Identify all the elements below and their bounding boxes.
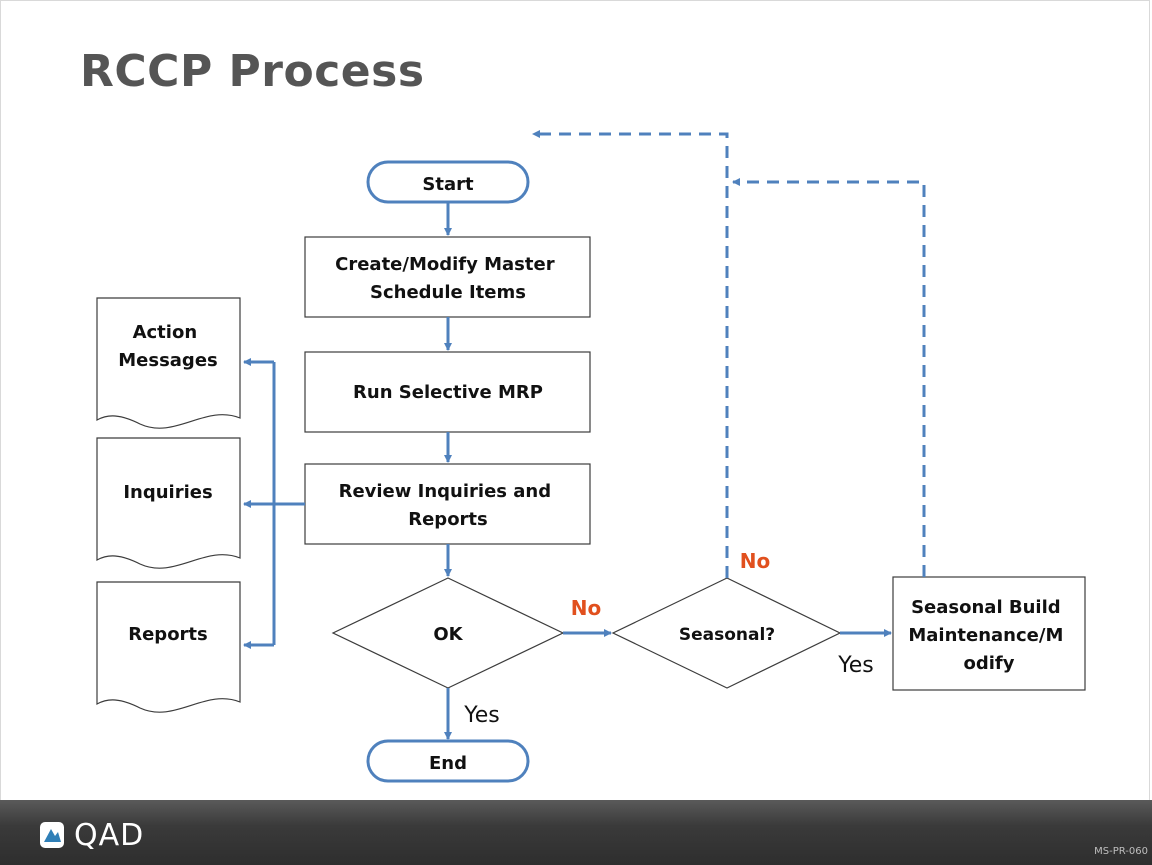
create-modify-line2: Schedule Items — [370, 282, 526, 303]
create-modify-label: Create/Modify Master Schedule Items — [335, 254, 561, 303]
ok-no-label: No — [571, 596, 601, 620]
review-line2: Reports — [408, 509, 488, 530]
feedback-build — [732, 178, 926, 577]
action-messages-line2: Messages — [118, 350, 218, 371]
review-label: Review Inquiries and Reports — [339, 481, 558, 530]
qad-logo-text: QAD — [74, 817, 145, 853]
inquiries-document — [96, 437, 241, 569]
ok-label: OK — [433, 624, 463, 645]
action-messages-label: Action Messages — [118, 322, 218, 371]
action-messages-document — [96, 297, 241, 429]
create-modify-box — [304, 236, 591, 318]
flowchart: Start Create/Modify Master Schedule Item… — [96, 130, 1086, 783]
qad-logo: QAD — [38, 817, 145, 853]
seasonal-build-line1: Seasonal Build — [911, 597, 1061, 618]
seasonal-no-label: No — [740, 549, 770, 573]
start-label: Start — [422, 174, 474, 195]
qad-logo-icon — [40, 822, 64, 848]
seasonal-yes-label: Yes — [837, 653, 874, 678]
ok-yes-label: Yes — [463, 703, 500, 728]
action-messages-line1: Action — [133, 322, 198, 343]
seasonal-label: Seasonal? — [679, 625, 775, 645]
slide-frame — [0, 0, 1150, 800]
inquiries-label: Inquiries — [123, 482, 212, 503]
footer-bar: QAD MS-PR-060 — [0, 800, 1152, 865]
run-mrp-label: Run Selective MRP — [353, 382, 543, 403]
reports-document — [96, 581, 241, 713]
create-modify-line1: Create/Modify Master — [335, 254, 555, 275]
review-box — [304, 463, 591, 545]
seasonal-build-box — [892, 576, 1086, 691]
seasonal-decision — [611, 577, 842, 689]
seasonal-build-line3: odify — [964, 653, 1015, 674]
slide-title: RCCP Process — [80, 46, 425, 97]
end-label: End — [429, 753, 467, 774]
seasonal-build-line2: Maintenance/M — [908, 625, 1063, 646]
reports-label: Reports — [128, 624, 208, 645]
document-code: MS-PR-060 — [1094, 846, 1148, 857]
end-terminator — [366, 739, 530, 783]
seasonal-build-label: Seasonal Build Maintenance/M odify — [908, 597, 1069, 674]
feedback-seasonal-no — [532, 130, 729, 578]
run-mrp-box — [304, 351, 591, 433]
review-line1: Review Inquiries and — [339, 481, 552, 502]
